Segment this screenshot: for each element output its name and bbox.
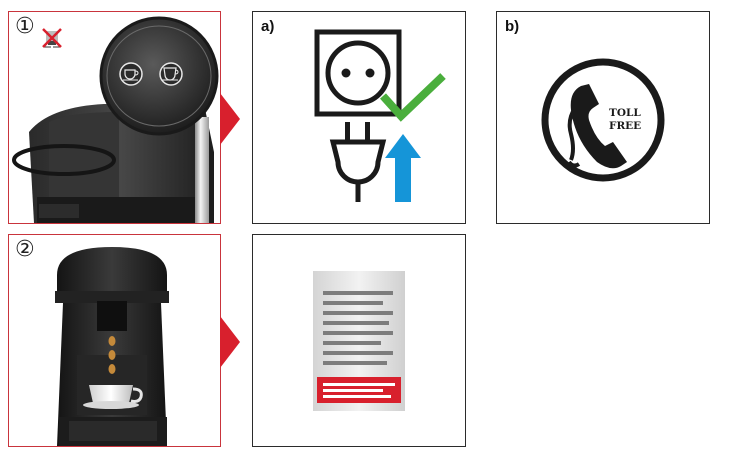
cup-buttons (119, 62, 183, 86)
no-descaling-icon (42, 28, 62, 48)
espresso-cup-icon (83, 385, 143, 409)
power-socket-icon (314, 29, 402, 117)
phone-icon: TOLL FREE (541, 58, 665, 182)
next-arrow-2 (220, 316, 240, 368)
panel-a-label: a) (261, 18, 275, 35)
power-connection-illustration (314, 29, 446, 202)
next-arrow-1 (220, 93, 240, 145)
document-icon (313, 271, 405, 411)
step-2-number: ② (15, 237, 35, 262)
checkmark-icon (380, 73, 446, 122)
up-arrow-icon (385, 134, 421, 202)
lungo-button-icon (159, 62, 183, 86)
coffee-brewing-illustration (55, 247, 169, 446)
free-label: FREE (609, 120, 641, 132)
panel-document (252, 234, 466, 447)
step-1-number: ① (15, 14, 35, 39)
panel-b: b) TOLL FREE (496, 11, 710, 224)
step-1-panel: ① (8, 11, 221, 224)
machine-illustration (12, 16, 219, 223)
panel-a: a) (252, 11, 466, 224)
toll-label: TOLL (609, 107, 641, 119)
coffee-drip-icon (108, 336, 116, 374)
espresso-button-icon (119, 62, 143, 86)
power-plug-icon (329, 122, 387, 202)
step-2-panel: ② (8, 234, 221, 447)
panel-b-label: b) (505, 18, 520, 35)
